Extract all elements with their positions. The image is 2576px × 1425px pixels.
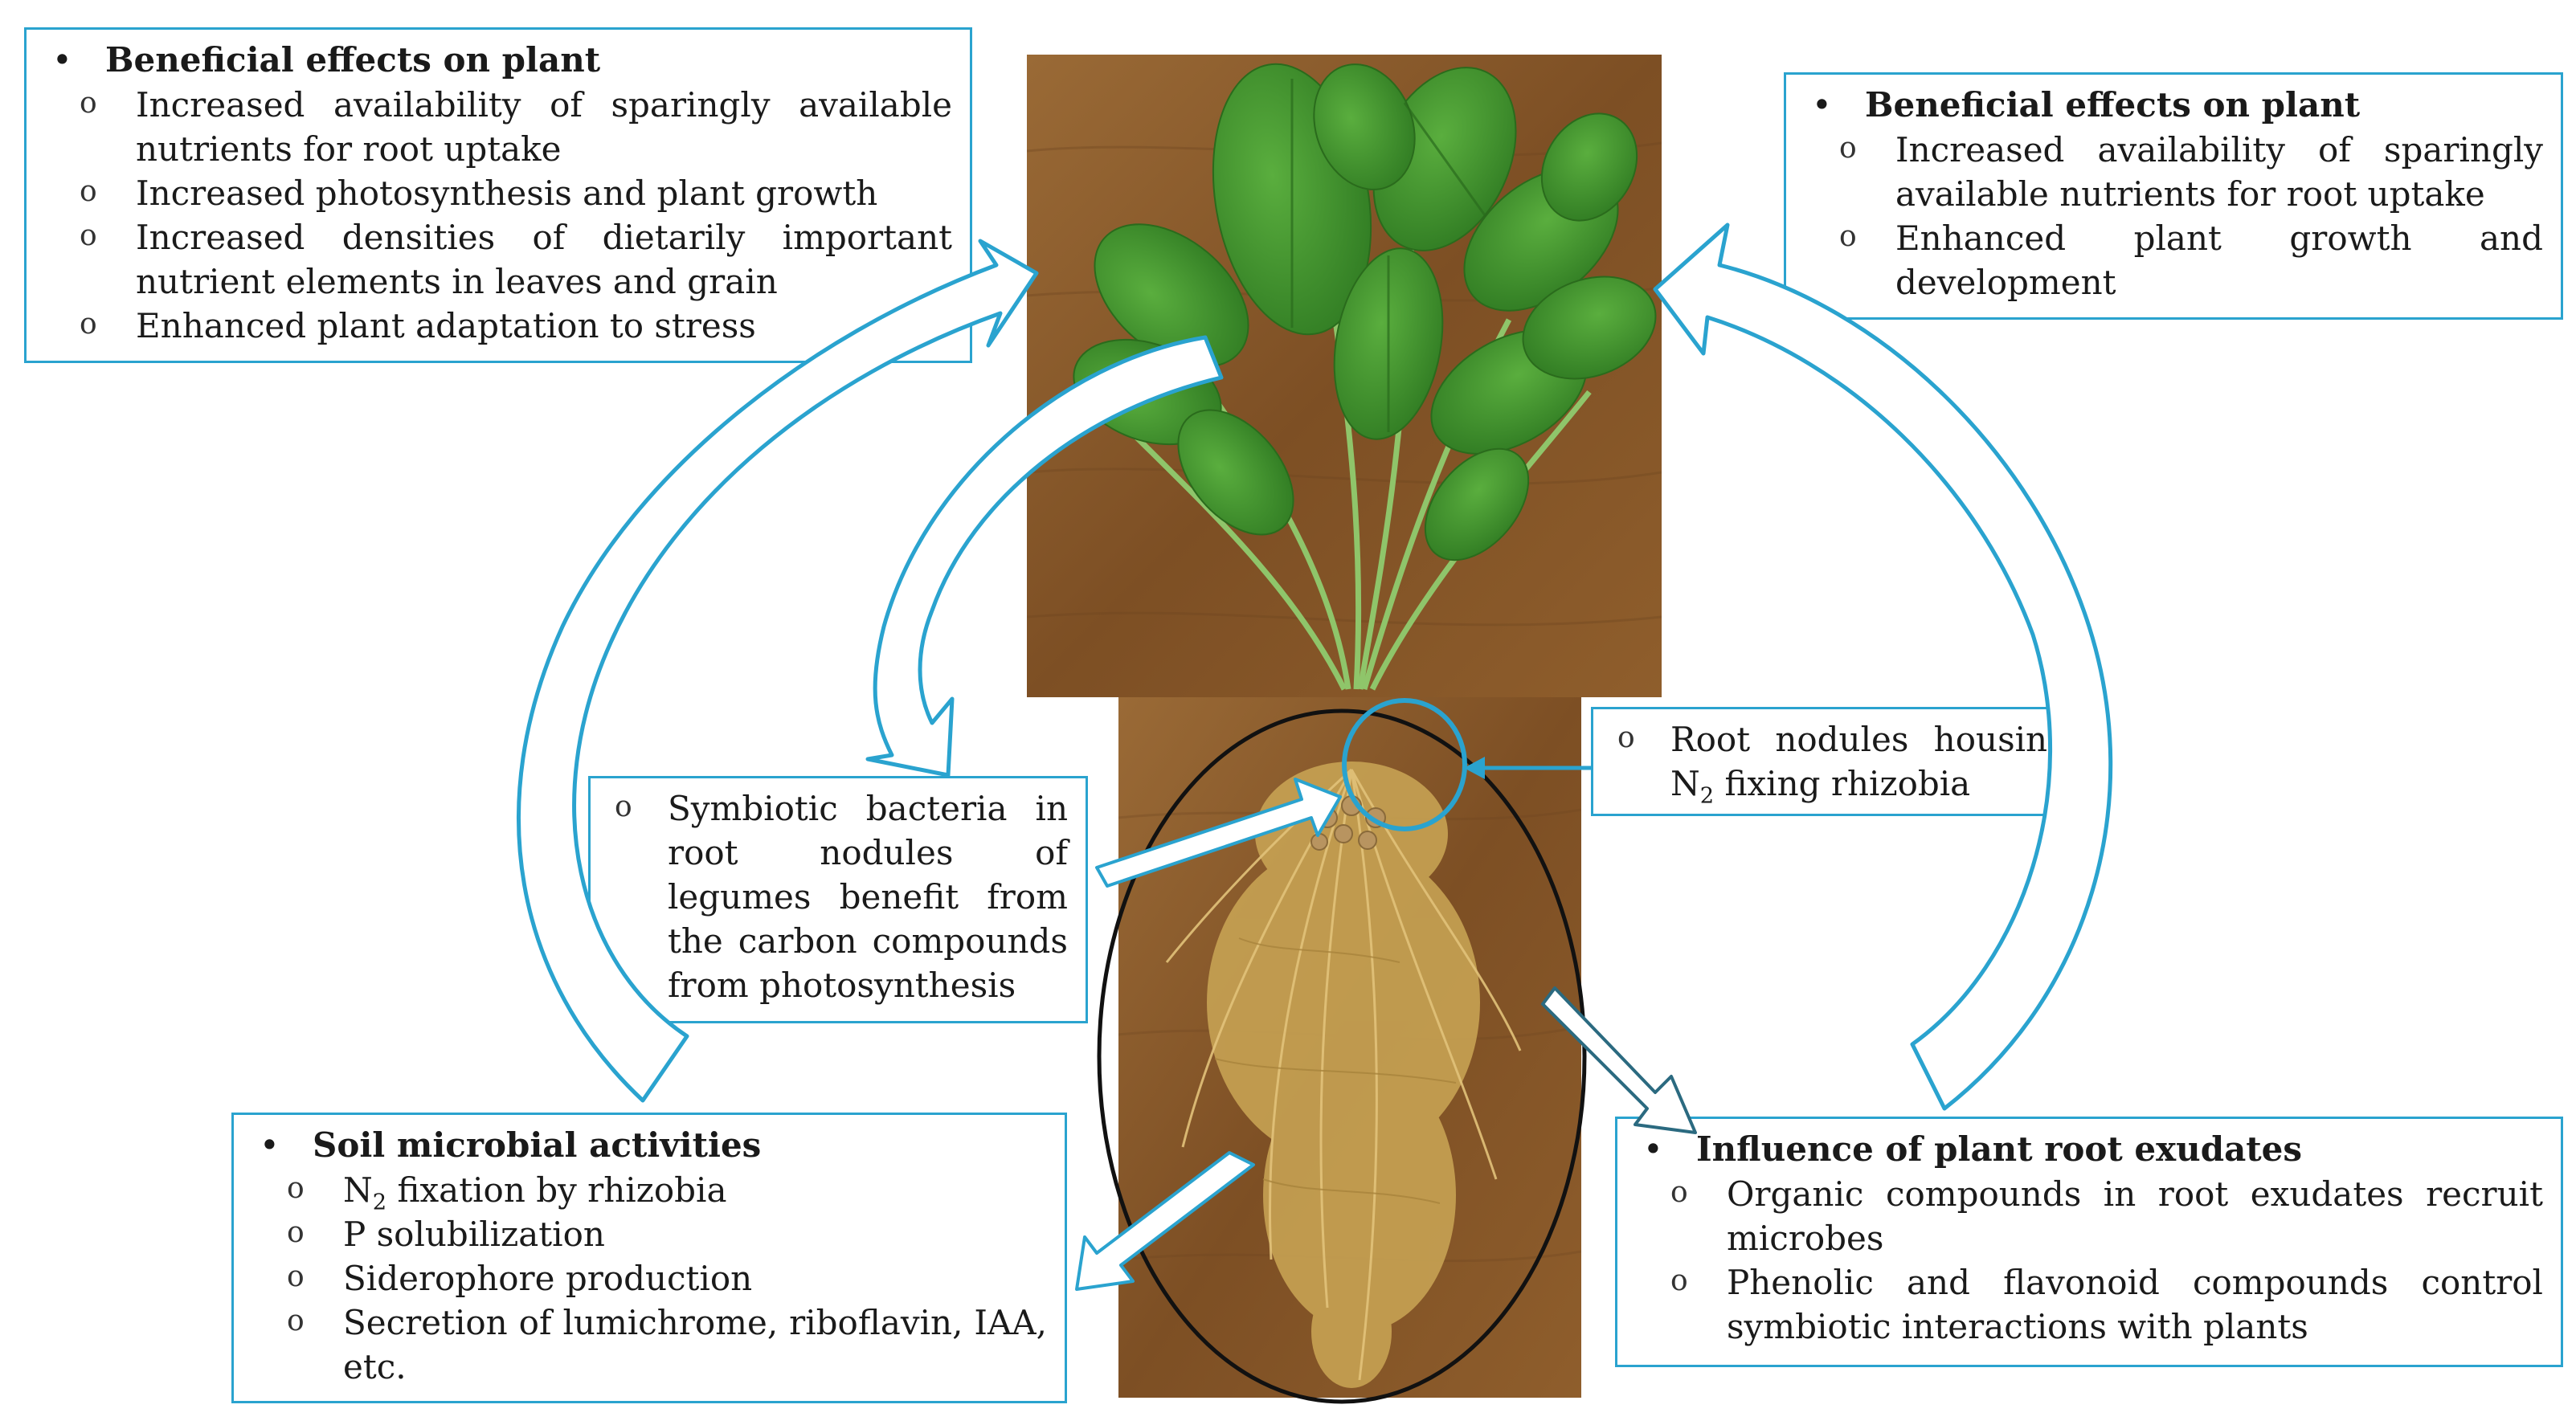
soil-microbial-list: N2 fixation by rhizobia P solubilization… <box>255 1166 1047 1389</box>
list-item: Organic compounds in root exudates recru… <box>1670 1170 2543 1260</box>
root-exudates-box: Influence of plant root exudates Organic… <box>1615 1117 2563 1367</box>
root-nodules-box: Root nodules housing N2 fixing rhizobia <box>1591 707 2089 816</box>
list-item: Enhanced plant growth and development <box>1839 214 2543 304</box>
beneficial-effects-left-box: Beneficial effects on plant Increased av… <box>24 27 972 363</box>
root-outline-oval <box>1097 708 1587 1404</box>
list-item: N2 fixation by rhizobia <box>287 1166 1047 1214</box>
beneficial-effects-right-list: Increased availability of sparingly avai… <box>1807 126 2543 304</box>
list-item: Increased availability of sparingly avai… <box>1839 126 2543 216</box>
list-item: Increased densities of dietarily importa… <box>80 214 952 304</box>
symbiotic-bacteria-box: Symbiotic bacteria in root nodules of le… <box>588 776 1088 1023</box>
plant-shoot-photo <box>1027 55 1662 697</box>
list-item: Siderophore production <box>287 1255 1047 1300</box>
root-nodules-text: Root nodules housing N2 fixing rhizobia <box>1617 716 2069 807</box>
beneficial-effects-right-heading: Beneficial effects on plant <box>1807 83 2543 128</box>
soil-microbial-heading: Soil microbial activities <box>255 1123 1047 1168</box>
soil-microbial-activities-box: Soil microbial activities N2 fixation by… <box>231 1113 1067 1403</box>
beneficial-effects-left-list: Increased availability of sparingly avai… <box>47 81 952 348</box>
list-item: Secretion of lumichrome, riboflavin, IAA… <box>287 1299 1047 1389</box>
symbiotic-bacteria-text: Symbiotic bacteria in root nodules of le… <box>615 785 1068 1007</box>
list-item: P solubilization <box>287 1211 1047 1256</box>
beneficial-effects-right-box: Beneficial effects on plant Increased av… <box>1784 72 2563 320</box>
root-exudates-heading: Influence of plant root exudates <box>1638 1127 2543 1172</box>
list-item: Increased photosynthesis and plant growt… <box>80 169 952 215</box>
list-item: Phenolic and flavonoid compounds control… <box>1670 1259 2543 1349</box>
root-exudates-list: Organic compounds in root exudates recru… <box>1638 1170 2543 1349</box>
list-item: Enhanced plant adaptation to stress <box>80 302 952 348</box>
list-item: Increased availability of sparingly avai… <box>80 81 952 171</box>
beneficial-effects-left-heading: Beneficial effects on plant <box>47 38 952 83</box>
